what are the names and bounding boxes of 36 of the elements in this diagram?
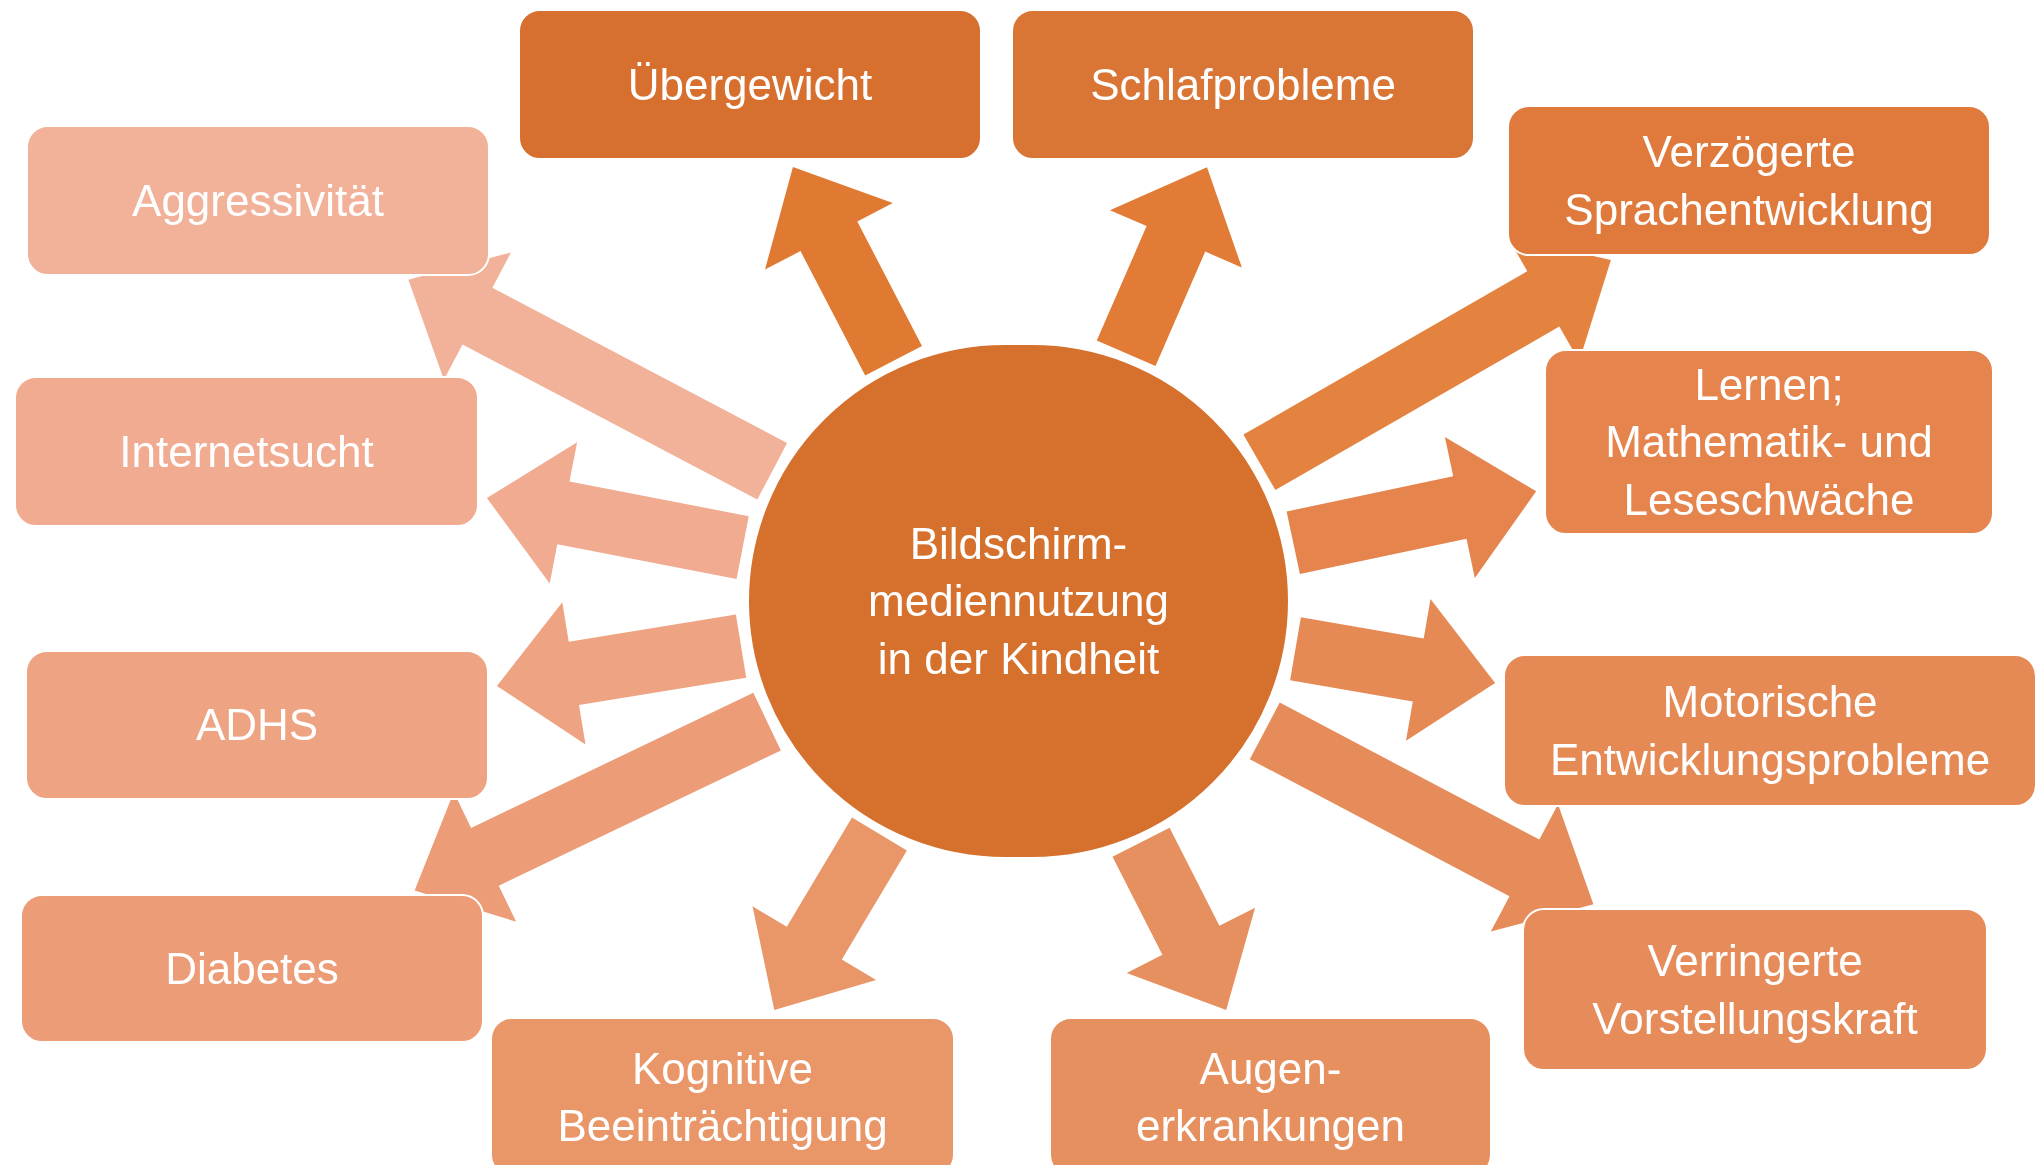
effect-box bbox=[1507, 105, 1991, 256]
block-arrow bbox=[408, 252, 788, 500]
effect-box bbox=[1011, 9, 1475, 160]
block-arrow bbox=[1290, 598, 1496, 741]
node-label: Diabetes bbox=[165, 942, 339, 995]
node-label: Bildschirm- mediennutzung in der Kindheit bbox=[867, 518, 1170, 685]
effect-box bbox=[25, 650, 489, 800]
node-label: Motorische Entwicklungsprobleme bbox=[1548, 676, 1992, 786]
effect-box bbox=[1544, 349, 1994, 535]
block-arrow bbox=[414, 692, 781, 922]
node-label: Lernen; Mathematik- und Leseschwäche bbox=[1604, 359, 1934, 526]
effect-box bbox=[20, 894, 484, 1043]
effect-box bbox=[490, 1017, 955, 1165]
effect-box bbox=[518, 9, 982, 160]
block-arrow bbox=[1286, 437, 1537, 578]
node-label: Verringerte Vorstellungskraft bbox=[1591, 935, 1919, 1045]
block-arrow bbox=[765, 167, 922, 376]
node-label: Aggressivität bbox=[132, 174, 384, 227]
block-arrow bbox=[496, 602, 747, 745]
effect-box bbox=[1522, 908, 1988, 1071]
node-label: Schlafprobleme bbox=[1090, 58, 1396, 111]
effect-box bbox=[26, 125, 490, 276]
node-label: Verzögerte Sprachentwicklung bbox=[1563, 126, 1935, 236]
block-arrow bbox=[1096, 167, 1242, 367]
node-label: Internetsucht bbox=[119, 425, 374, 478]
effect-box bbox=[1049, 1017, 1492, 1165]
block-arrow bbox=[752, 817, 907, 1011]
effect-box bbox=[14, 376, 479, 527]
effect-box bbox=[1503, 654, 2037, 807]
block-arrow bbox=[1249, 702, 1594, 932]
block-arrow bbox=[1112, 827, 1256, 1010]
node-label: Übergewicht bbox=[627, 58, 873, 111]
block-arrow bbox=[486, 442, 749, 584]
node-label: Kognitive Beeinträchtigung bbox=[556, 1042, 889, 1152]
node-label: ADHS bbox=[195, 699, 319, 752]
node-label: Augen- erkrankungen bbox=[1134, 1042, 1407, 1152]
